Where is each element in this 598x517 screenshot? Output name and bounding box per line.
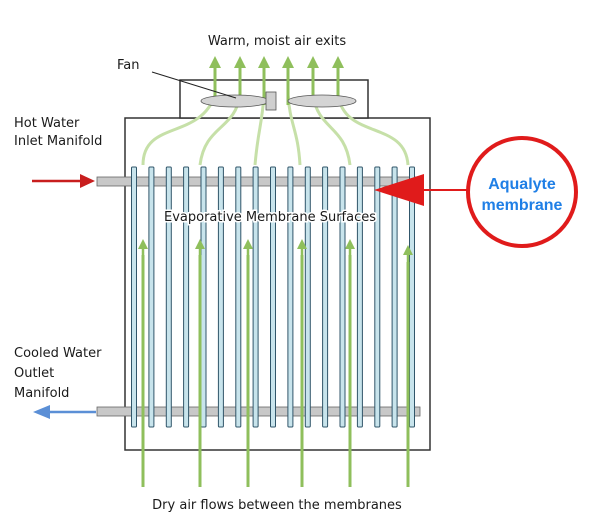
cooled-water-label-2: Outlet — [14, 366, 54, 381]
membrane-tube — [356, 166, 363, 428]
membrane-tube — [287, 166, 294, 428]
cooled-water-label-3: Manifold — [14, 386, 69, 401]
aqualyte-callout-circle — [466, 136, 578, 248]
cooled-water-arrow — [33, 405, 96, 419]
membrane-surfaces-label: Evaporative Membrane Surfaces — [164, 210, 376, 225]
membrane-tube — [304, 166, 311, 428]
callout-pointer — [374, 174, 424, 206]
callout-text-line1: Aqualyte — [488, 176, 556, 193]
fan-icon — [200, 91, 357, 111]
cooled-water-label-1: Cooled Water — [14, 346, 102, 361]
membrane-tube — [235, 166, 242, 428]
hot-water-label-1: Hot Water — [14, 116, 80, 131]
membrane-tube — [200, 166, 207, 428]
membrane-tube — [165, 166, 172, 428]
membrane-tube — [217, 166, 224, 428]
fan-leader-line — [151, 71, 237, 99]
membrane-tube — [252, 166, 259, 428]
bottom-airflow-label: Dry air flows between the membranes — [152, 498, 402, 513]
membrane-tube — [339, 166, 346, 428]
membrane-tube — [183, 166, 190, 428]
hot-water-label-2: Inlet Manifold — [14, 134, 102, 149]
dry-air-arrows — [141, 255, 410, 487]
membrane-tube — [374, 166, 381, 428]
membrane-tube — [148, 166, 155, 428]
membrane-tube — [131, 166, 137, 428]
callout-text-line2: membrane — [482, 197, 563, 214]
membrane-array — [131, 166, 415, 428]
membrane-tube — [322, 166, 329, 428]
exit-air-label: Warm, moist air exits — [208, 34, 346, 49]
hot-water-arrow — [32, 174, 95, 188]
fan-label: Fan — [117, 58, 140, 73]
membrane-tube — [409, 166, 415, 428]
membrane-tube — [270, 166, 276, 428]
membrane-tube — [391, 166, 398, 428]
